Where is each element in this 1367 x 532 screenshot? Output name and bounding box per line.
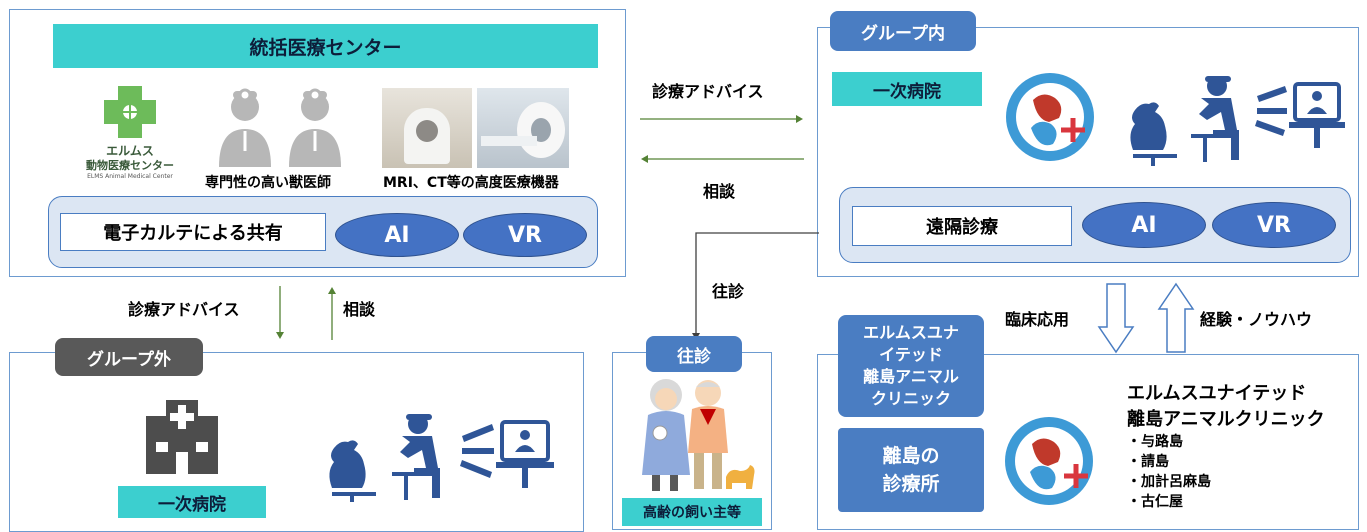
consult-left-arrow xyxy=(641,155,804,163)
elderly-owners-illustration xyxy=(642,379,755,491)
logo-text-3: ELMS Animal Medical Center xyxy=(87,173,173,180)
logo-text-2: 動物医療センター xyxy=(86,159,174,172)
ehr-sharing-box: 電子カルテによる共有 xyxy=(60,213,326,251)
group-out-panel xyxy=(9,352,584,532)
hospital-building-icon xyxy=(146,400,218,474)
island-location-1: ・与路島 xyxy=(1127,434,1183,450)
united-animal-hospitals-logo-island xyxy=(1005,417,1093,505)
advice-down-arrow xyxy=(276,286,284,339)
island-tag-line-4: クリニック xyxy=(870,389,951,408)
island-clinic-tag: エルムスユナ イテッド 離島アニマル クリニック xyxy=(838,315,984,417)
logo-text-1: エルムス xyxy=(106,144,154,158)
island-tag-line-2: イテッド xyxy=(879,345,943,364)
remote-care-box: 遠隔診療 xyxy=(852,206,1072,246)
mri-photo xyxy=(382,88,472,168)
advice-right-label: 診療アドバイス xyxy=(652,82,764,101)
island-locations-list: ・与路島 ・請島 ・加計呂麻島 ・古仁屋 xyxy=(1127,432,1211,512)
island-tag-line-1: エルムスユナ xyxy=(863,323,959,342)
consult-left-label: 相談 xyxy=(703,182,736,201)
elms-logo: エルムス 動物医療センター ELMS Animal Medical Center xyxy=(80,82,180,182)
island-location-3: ・加計呂麻島 xyxy=(1127,474,1211,490)
remote-vet-dog-monitor-icon xyxy=(1130,76,1345,166)
group-out-tag: グループ外 xyxy=(55,338,203,376)
group-out-primary-hospital: 一次病院 xyxy=(118,486,266,518)
central-center-title: 統括医療センター xyxy=(53,24,598,68)
group-in-ai-oval: AI xyxy=(1082,202,1206,248)
veterinarians-icon xyxy=(219,88,341,167)
house-call-arrow xyxy=(692,232,819,340)
island-location-4: ・古仁屋 xyxy=(1127,494,1183,510)
house-call-label: 往診 xyxy=(712,282,745,301)
experience-up-arrow xyxy=(1157,282,1195,353)
equipment-caption: MRI、CT等の高度医療機器 xyxy=(383,175,559,191)
vet-dog-telemedicine-icon xyxy=(329,414,554,502)
ct-photo xyxy=(477,88,569,168)
advice-right-arrow xyxy=(640,115,803,123)
center-ai-oval: AI xyxy=(335,213,459,257)
clinical-application-label: 臨床応用 xyxy=(1005,310,1070,329)
clinical-application-down-arrow xyxy=(1097,283,1135,354)
united-animal-hospitals-logo xyxy=(1006,73,1094,161)
consult-up-arrow xyxy=(328,287,336,340)
island-clinic-line-2: 診療所 xyxy=(882,473,940,495)
elderly-owners-caption: 高齢の飼い主等 xyxy=(622,498,762,526)
vets-caption: 専門性の高い獣医師 xyxy=(205,175,331,191)
island-clinic-title-1: エルムスユナイテッド xyxy=(1127,383,1307,404)
island-clinic-box: 離島の 診療所 xyxy=(838,428,984,512)
island-tag-line-3: 離島アニマル xyxy=(863,367,959,386)
center-vr-oval: VR xyxy=(463,213,587,257)
group-in-primary-hospital: 一次病院 xyxy=(832,72,982,106)
experience-knowhow-label: 経験・ノウハウ xyxy=(1200,310,1313,329)
island-clinic-line-1: 離島の xyxy=(882,445,940,467)
advice-down-label: 診療アドバイス xyxy=(128,300,240,319)
consult-up-label: 相談 xyxy=(343,300,376,319)
group-in-tag: グループ内 xyxy=(830,11,976,51)
group-in-vr-oval: VR xyxy=(1212,202,1336,248)
house-call-tag: 往診 xyxy=(646,336,742,372)
cross-logo-icon xyxy=(104,86,156,138)
island-location-2: ・請島 xyxy=(1127,454,1169,470)
island-clinic-title-2: 離島アニマルクリニック xyxy=(1127,409,1325,430)
